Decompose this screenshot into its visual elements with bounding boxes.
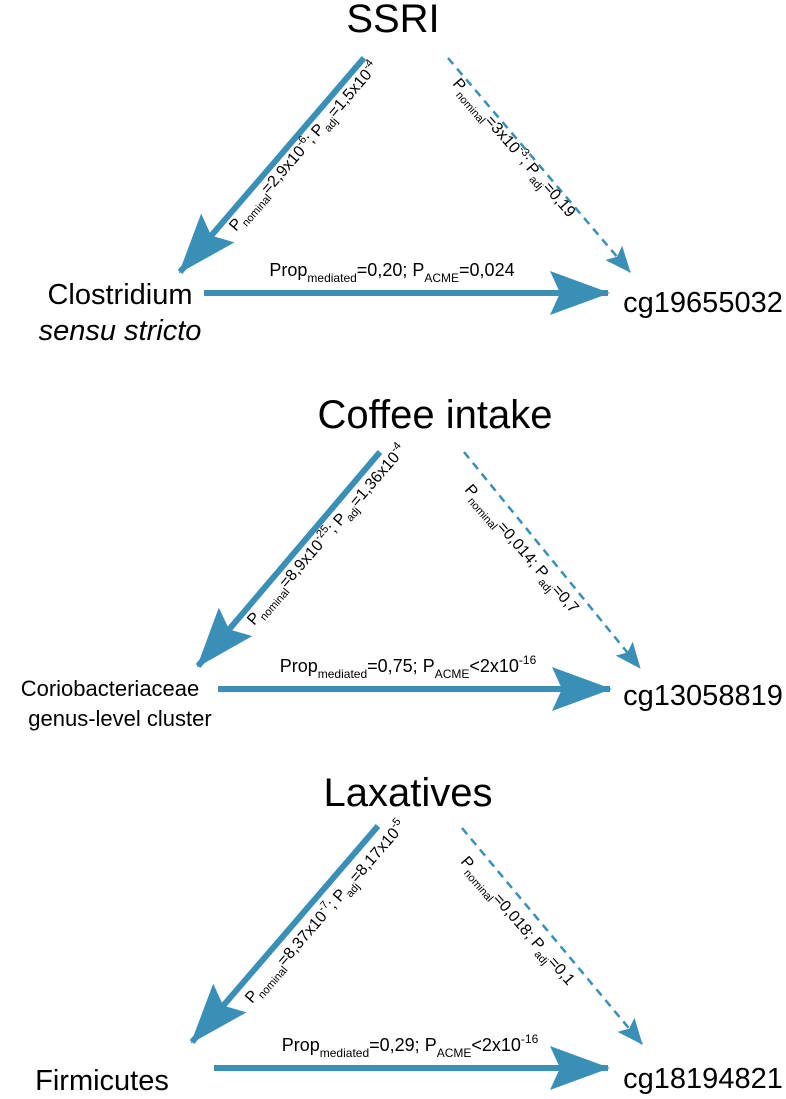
outcome-label: cg18194821 [623, 1063, 783, 1095]
outcome-label: cg19655032 [623, 287, 783, 319]
exposure-to-outcome-arrow [461, 827, 643, 1045]
exposure-to-outcome-arrow [463, 451, 641, 669]
right-edge-stats: Pnominal=3x10-3; Padj=0,19 [446, 74, 581, 224]
right-edge-stats: Pnominal=0,018; Padj=0,1 [454, 853, 578, 991]
left-edge-stats: Pnominal=8,9x10-25; Padj=1,36x10-4 [242, 440, 413, 631]
panel-ssri: SSRI Pnominal=2,9x10-6; Padj=1,5x10-4 Pn… [39, 0, 783, 347]
mediator-label: Firmicutes [35, 1065, 169, 1097]
panel-coffee-intake: Coffee intake Pnominal=8,9x10-25; Padj=1… [21, 393, 783, 731]
mediator-label: Coriobacteriaceae [21, 676, 200, 701]
outcome-label: cg13058819 [623, 680, 783, 712]
exposure-to-mediator-arrow [195, 450, 383, 668]
panel-laxatives: Laxatives Pnominal=8,37x10-7; Padj=8,17x… [35, 771, 783, 1097]
bottom-edge-stats: Propmediated=0,20; PACME=0,024 [269, 260, 514, 285]
exposure-label: SSRI [346, 0, 439, 41]
mediator-label-italic: sensu stricto [39, 315, 202, 347]
exposure-label: Laxatives [324, 771, 493, 815]
bottom-edge-stats: Propmediated=0,29; PACME<2x10-16 [282, 1032, 539, 1060]
bottom-edge-stats: Propmediated=0,75; PACME<2x10-16 [280, 653, 537, 681]
left-edge-stats: Pnominal=8,37x10-7; Padj=8,17x10-5 [240, 816, 413, 1010]
mediator-label-line2: genus-level cluster [28, 706, 211, 731]
exposure-to-mediator-arrow [189, 824, 381, 1044]
exposure-to-outcome-arrow [447, 57, 631, 273]
mediator-label: Clostridium [47, 279, 192, 311]
left-edge-stats: Pnominal=2,9x10-6; Padj=1,5x10-4 [224, 57, 385, 237]
right-edge-stats: Pnominal=0,014; Padj=0,7 [458, 481, 582, 619]
exposure-to-mediator-arrow [177, 56, 367, 274]
exposure-label: Coffee intake [318, 393, 553, 437]
